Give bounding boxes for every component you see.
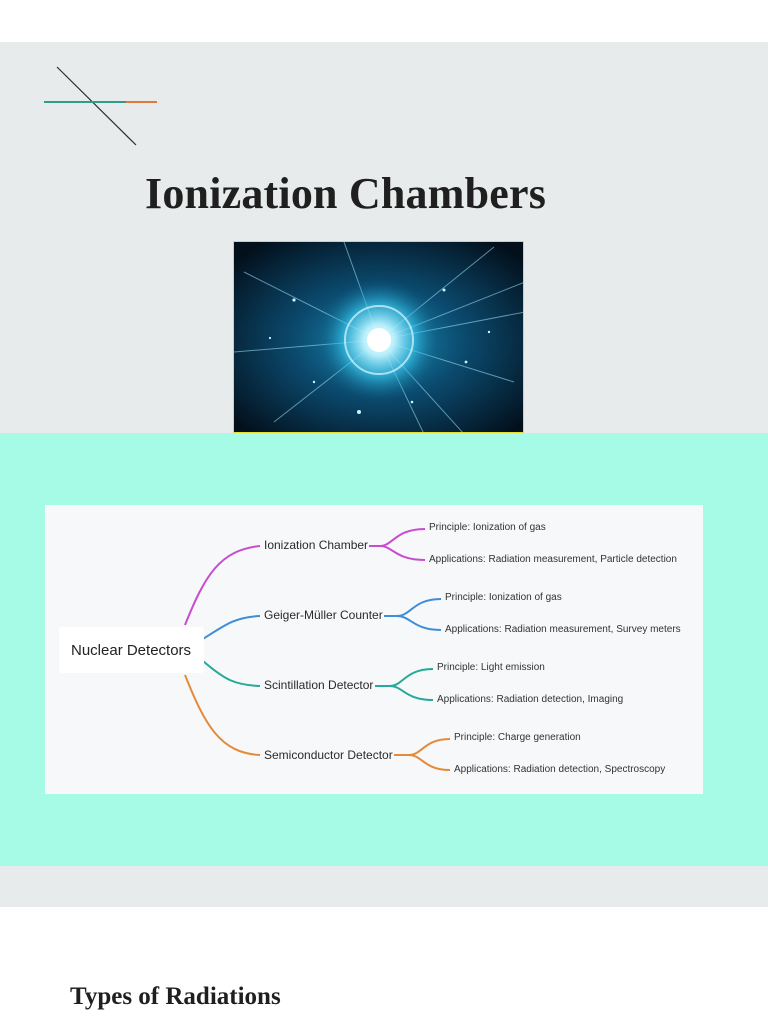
slide-2-background [0,907,768,1024]
leaf-principle: Principle: Ionization of gas [445,592,562,603]
branch-scintillation-detector: Scintillation Detector [264,678,374,692]
branch-ionization-chamber: Ionization Chamber [264,538,369,552]
leaf-principle: Principle: Ionization of gas [429,522,546,533]
leaf-principle: Principle: Charge generation [454,732,581,743]
slide-2-title: Types of Radiations [70,983,281,1010]
slide-title: Ionization Chambers [145,169,547,218]
mind-map: Nuclear Detectors Ionization Chamber Gei… [45,505,703,794]
leaf-applications: Applications: Radiation measurement, Sur… [445,624,681,635]
leaf-applications: Applications: Radiation measurement, Par… [429,554,677,565]
leaf-applications: Applications: Radiation detection, Spect… [454,764,666,775]
root-node: Nuclear Detectors [59,627,204,673]
blue-energy-burst-image [233,241,524,433]
mind-map-connectors [184,528,451,771]
leaf-principle: Principle: Light emission [437,662,545,673]
branch-geiger-muller-counter: Geiger-Müller Counter [264,608,383,622]
diagonal-line [56,66,137,146]
branch-semiconductor-detector: Semiconductor Detector [264,748,393,762]
leaf-applications: Applications: Radiation detection, Imagi… [437,694,624,705]
